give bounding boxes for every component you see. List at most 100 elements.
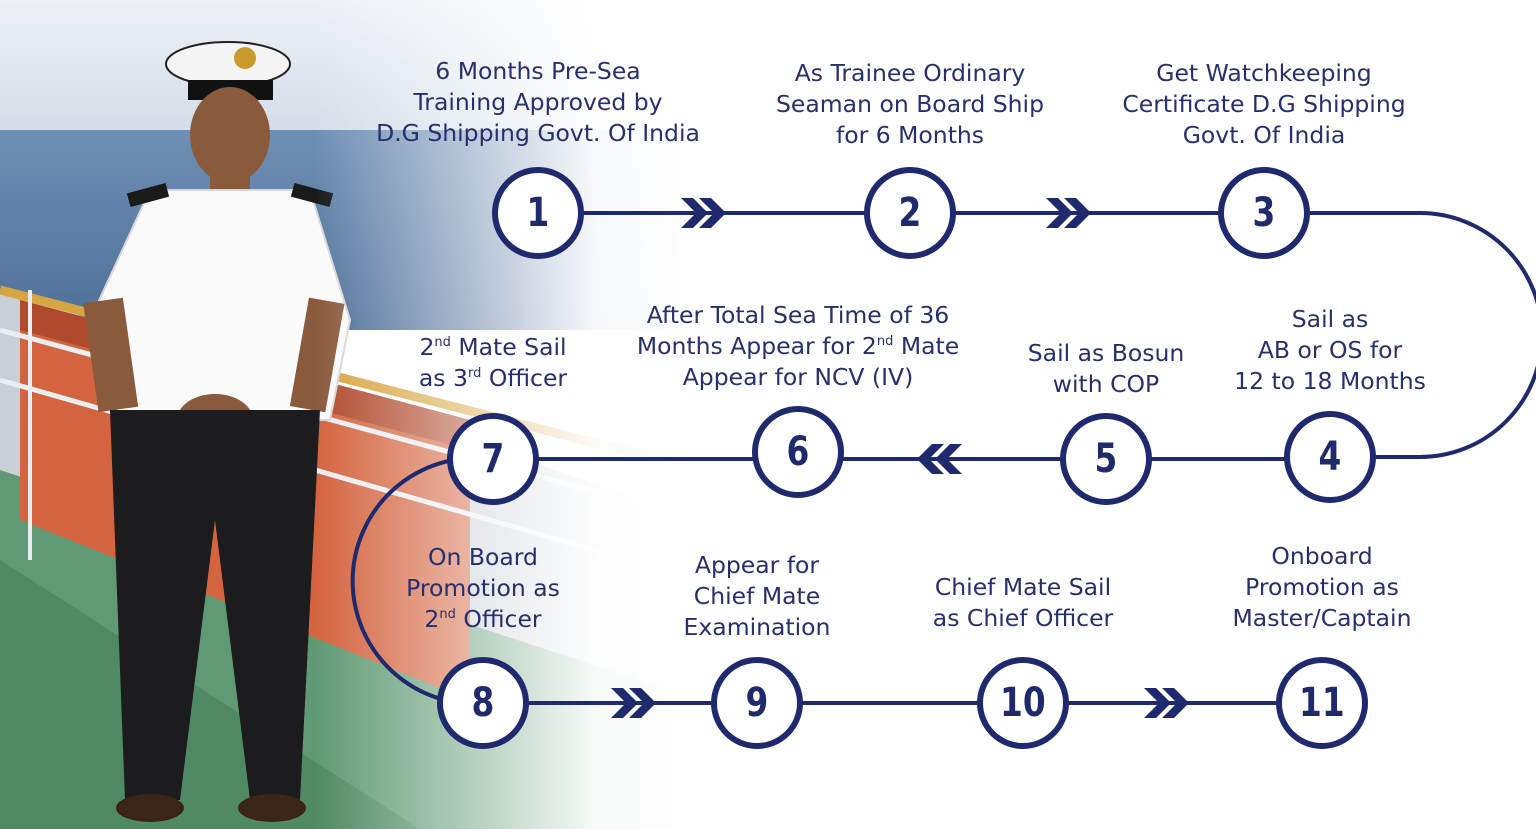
step-label-line: Master/Captain: [1233, 603, 1412, 634]
step-label-line: Sail as: [1234, 304, 1426, 335]
label-text: Appear for NCV (IV): [682, 363, 914, 391]
step-label-line: Appear for NCV (IV): [637, 362, 959, 393]
step-label-line: 6 Months Pre-Sea: [376, 56, 700, 87]
step-label-line: Chief Mate Sail: [933, 572, 1113, 603]
label-text: Mate: [893, 332, 960, 360]
arrow-left-icon: [917, 444, 962, 474]
label-text: As Trainee Ordinary: [794, 59, 1026, 87]
label-text: After Total Sea Time of 36: [646, 301, 950, 329]
step-label-line: Chief Mate: [684, 581, 831, 612]
label-text: Examination: [683, 613, 831, 641]
step-number: 5: [1094, 436, 1118, 482]
label-text: Promotion as: [406, 574, 560, 602]
connector-curve-left: [350, 457, 493, 705]
step-4-circle: 4: [1284, 411, 1376, 503]
step-number: 2: [898, 190, 922, 236]
step-label-line: 12 to 18 Months: [1234, 366, 1426, 397]
step-11-circle: 11: [1276, 657, 1368, 749]
step-label-line: Seaman on Board Ship: [776, 89, 1044, 120]
connector-curve-right: [1264, 211, 1536, 459]
step-label-line: Sail as Bosun: [1028, 338, 1185, 369]
step-label-line: Onboard: [1233, 541, 1412, 572]
label-text: Onboard: [1271, 542, 1373, 570]
step-number: 1: [526, 190, 550, 236]
step-number: 3: [1252, 190, 1276, 236]
step-number: 10: [1000, 680, 1046, 726]
label-text: AB or OS for: [1257, 336, 1403, 364]
step-label-line: Examination: [684, 612, 831, 643]
step-label-line: D.G Shipping Govt. Of India: [376, 118, 700, 149]
label-text: Sail as Bosun: [1027, 339, 1185, 367]
label-text: Months Appear for 2: [636, 332, 877, 360]
label-text: for 6 Months: [835, 121, 985, 149]
step-number: 9: [745, 680, 769, 726]
step-8-circle: 8: [437, 657, 529, 749]
ordinal-suffix: nd: [434, 335, 451, 350]
label-text: Get Watchkeeping: [1156, 59, 1372, 87]
label-text: 2: [424, 605, 440, 633]
step-label-line: as Chief Officer: [933, 603, 1113, 634]
step-10-circle: 10: [977, 657, 1069, 749]
label-text: as Chief Officer: [932, 604, 1114, 632]
label-text: Seaman on Board Ship: [776, 90, 1044, 118]
step-number: 4: [1318, 434, 1342, 480]
label-text: with COP: [1052, 370, 1160, 398]
label-text: Officer: [481, 364, 568, 392]
step-number: 6: [786, 429, 810, 475]
step-3-circle: 3: [1218, 167, 1310, 259]
step-9-circle: 9: [711, 657, 803, 749]
label-text: Training Approved by: [413, 88, 663, 116]
step-label-line: Get Watchkeeping: [1122, 58, 1405, 89]
step-label-line: On Board: [406, 542, 560, 573]
step-label-line: Months Appear for 2nd Mate: [637, 331, 959, 362]
step-label-line: AB or OS for: [1234, 335, 1426, 366]
step-label-line: as 3rd Officer: [419, 363, 567, 394]
label-text: Chief Mate: [693, 582, 821, 610]
ordinal-suffix: rd: [467, 366, 482, 381]
step-label-line: Promotion as: [1233, 572, 1412, 603]
ordinal-suffix: nd: [876, 334, 894, 349]
arrow-right-icon: [1046, 198, 1091, 228]
label-text: Master/Captain: [1232, 604, 1412, 632]
ship-deck-illustration: [0, 0, 700, 829]
label-text: 12 to 18 Months: [1234, 367, 1426, 395]
step-label-line: Promotion as: [406, 573, 560, 604]
step-number: 11: [1299, 680, 1345, 726]
step-label-line: Govt. Of India: [1122, 120, 1405, 151]
step-label-line: 2nd Officer: [406, 604, 560, 635]
step-label-line: 2nd Mate Sail: [419, 332, 567, 363]
step-number: 7: [481, 436, 505, 482]
step-5-circle: 5: [1060, 413, 1152, 505]
step-1-circle: 1: [492, 167, 584, 259]
step-label-line: for 6 Months: [776, 120, 1044, 151]
step-2-circle: 2: [864, 167, 956, 259]
arrow-right-icon: [681, 198, 726, 228]
label-text: 6 Months Pre-Sea: [435, 57, 641, 85]
step-7-circle: 7: [447, 413, 539, 505]
label-text: as 3: [418, 364, 468, 392]
label-text: 2: [419, 333, 435, 361]
label-text: On Board: [428, 543, 538, 571]
label-text: Mate Sail: [450, 333, 567, 361]
arrow-right-icon: [1144, 688, 1189, 718]
officer-photo: [0, 0, 700, 829]
step-6-circle: 6: [752, 406, 844, 498]
step-label-line: Appear for: [684, 550, 831, 581]
label-text: D.G Shipping Govt. Of India: [376, 119, 700, 147]
step-label-line: After Total Sea Time of 36: [637, 300, 959, 331]
ordinal-suffix: nd: [439, 607, 456, 622]
step-number: 8: [471, 680, 495, 726]
label-text: Govt. Of India: [1182, 121, 1346, 149]
step-label-line: with COP: [1028, 369, 1185, 400]
step-label-line: As Trainee Ordinary: [776, 58, 1044, 89]
